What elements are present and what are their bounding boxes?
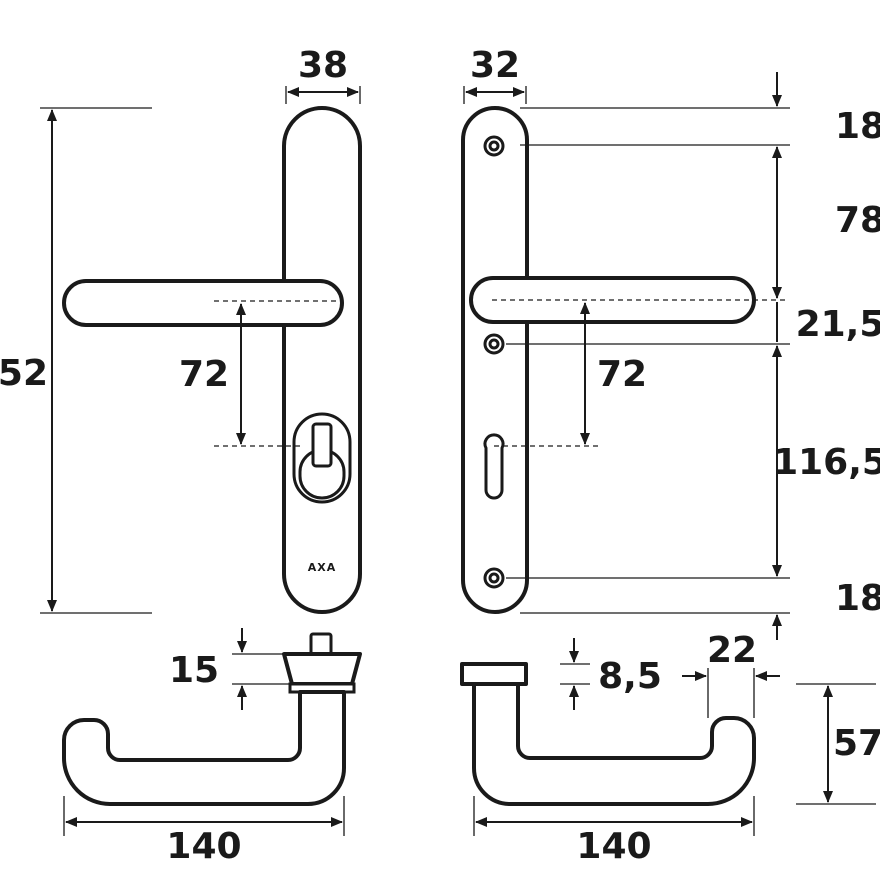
back-lever-profile xyxy=(472,682,756,806)
screw-hole-middle xyxy=(483,333,505,355)
back-rose xyxy=(460,662,528,686)
dim-screw-to-lever: 78 xyxy=(835,200,880,241)
dim-front-plate-width: 38 xyxy=(298,45,348,86)
dim-front-center-distance: 72 xyxy=(179,354,229,395)
dim-top-offset: 18 xyxy=(835,106,880,147)
dim-lever-grip-width: 22 xyxy=(707,630,757,671)
dim-lever-to-screw: 21,5 xyxy=(796,304,880,345)
front-lever-side-view: 15 140 xyxy=(62,628,362,867)
dim-back-plate-width: 32 xyxy=(470,45,520,86)
dim-back-center-distance: 72 xyxy=(597,354,647,395)
dim-back-rose-height: 8,5 xyxy=(598,656,662,697)
cylinder-hole xyxy=(483,433,505,500)
back-plate xyxy=(461,106,529,614)
dim-lever-projection: 57 xyxy=(833,723,880,764)
front-lever-profile xyxy=(62,690,346,806)
thumb-turn-cover xyxy=(292,412,352,504)
dim-bottom-offset: 18 xyxy=(835,578,880,619)
brand-logo: AXA xyxy=(308,561,337,574)
back-view: 32 72 18 78 21,5 116,5 18 xyxy=(461,45,880,640)
screw-hole-top xyxy=(483,135,505,157)
screw-hole-bottom xyxy=(483,567,505,589)
front-plate xyxy=(282,106,362,614)
back-lever-side-view: 8,5 22 57 140 xyxy=(460,630,880,867)
front-view: AXA 252 38 72 xyxy=(0,45,362,614)
dim-overall-height: 252 xyxy=(0,353,48,394)
front-rose xyxy=(282,652,362,686)
front-lever xyxy=(62,279,344,327)
dim-front-rose-height: 15 xyxy=(169,650,219,691)
dim-screw-to-screw: 116,5 xyxy=(773,442,880,483)
dim-back-lever-length: 140 xyxy=(576,826,651,867)
dim-front-lever-length: 140 xyxy=(166,826,241,867)
